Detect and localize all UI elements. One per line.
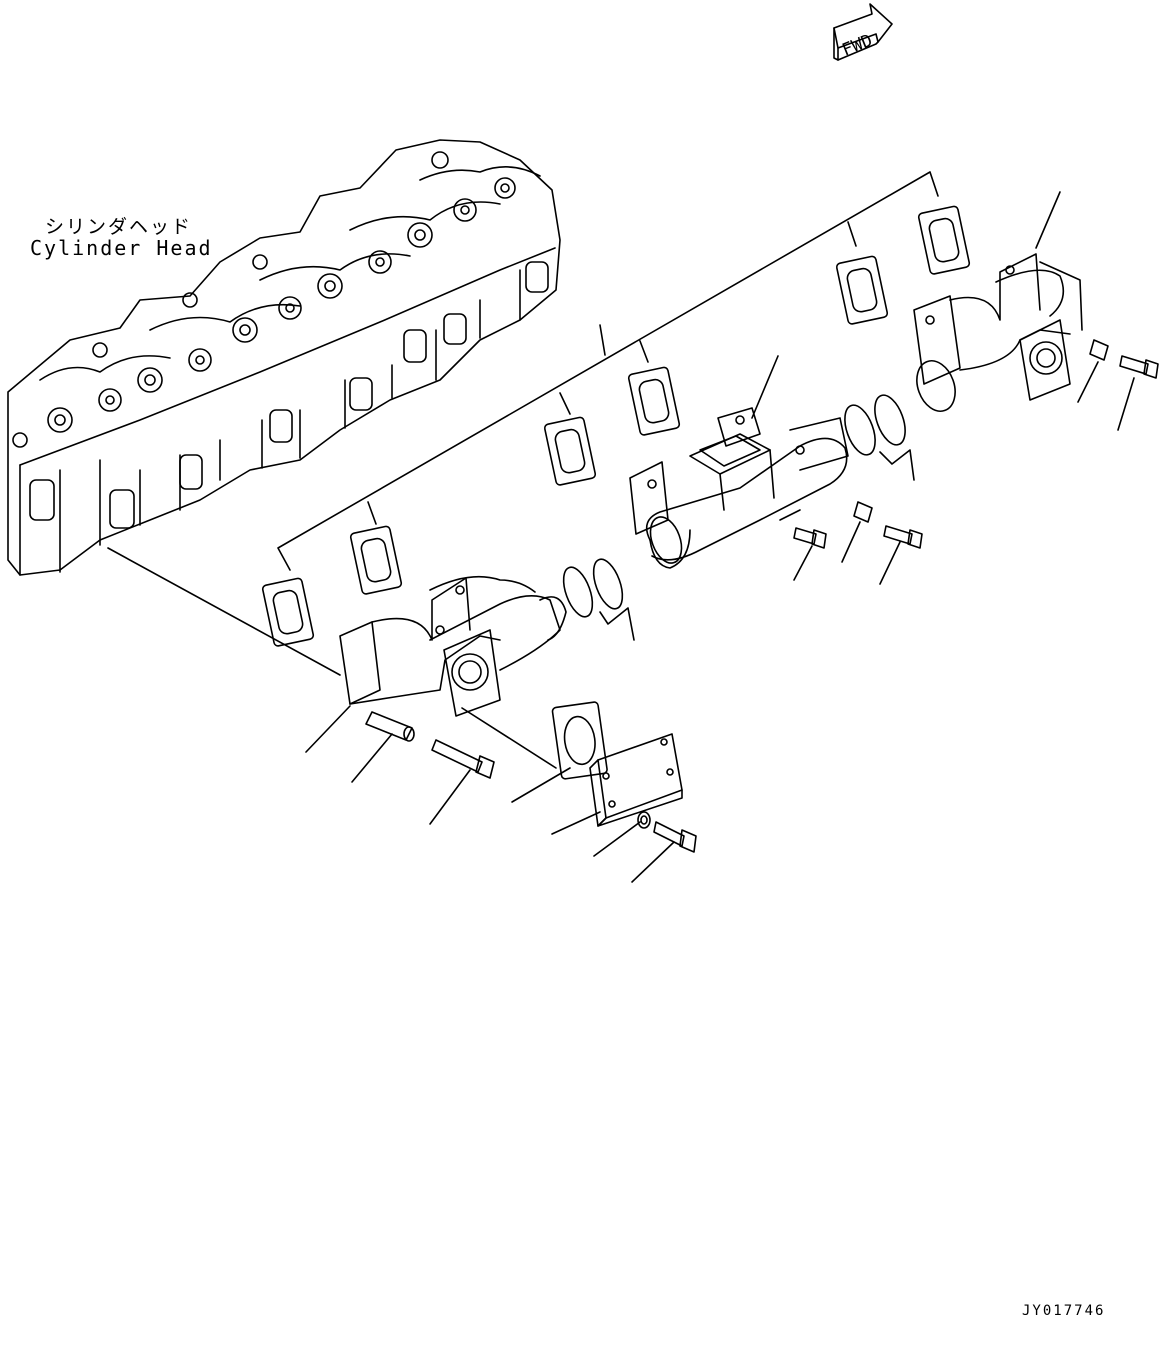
sleeve: [366, 712, 414, 741]
middle-sleeve: [854, 502, 872, 522]
cover-plate: [590, 734, 682, 826]
long-bolt: [432, 740, 494, 778]
rear-bolt: [1120, 356, 1158, 378]
washer: [638, 812, 650, 828]
cover-gasket: [552, 702, 608, 780]
leader-line-cylinder-head: [108, 548, 340, 675]
rear-sleeve: [1090, 340, 1108, 360]
manifold-gaskets: [262, 206, 970, 647]
gasket-5: [836, 256, 888, 325]
drawing-id: JY017746: [1022, 1303, 1106, 1319]
cylinder-head-drawing: [8, 140, 560, 575]
gasket-2: [350, 526, 402, 595]
middle-manifold-section: [630, 408, 848, 568]
cylinder-head-label-en: Cylinder Head: [30, 236, 213, 260]
seal-rings-front: [558, 555, 634, 640]
front-manifold-section: [340, 577, 566, 716]
fwd-arrow-icon: FWD: [834, 4, 892, 61]
middle-bolt-short: [794, 528, 826, 548]
callout-leader-lines: [306, 192, 1134, 882]
seal-rings-rear: [839, 391, 914, 480]
gasket-bracket-line: [278, 172, 938, 570]
cover-bolt: [654, 822, 696, 852]
fwd-arrow-label: FWD: [839, 31, 875, 61]
gasket-1: [262, 578, 314, 647]
middle-bolt-long: [884, 526, 922, 548]
gasket-3: [544, 417, 596, 486]
gasket-6: [918, 206, 970, 275]
rear-manifold-section: [910, 254, 1070, 417]
cylinder-head-label-jp: シリンダヘッド: [45, 216, 193, 238]
gasket-4: [628, 367, 680, 436]
